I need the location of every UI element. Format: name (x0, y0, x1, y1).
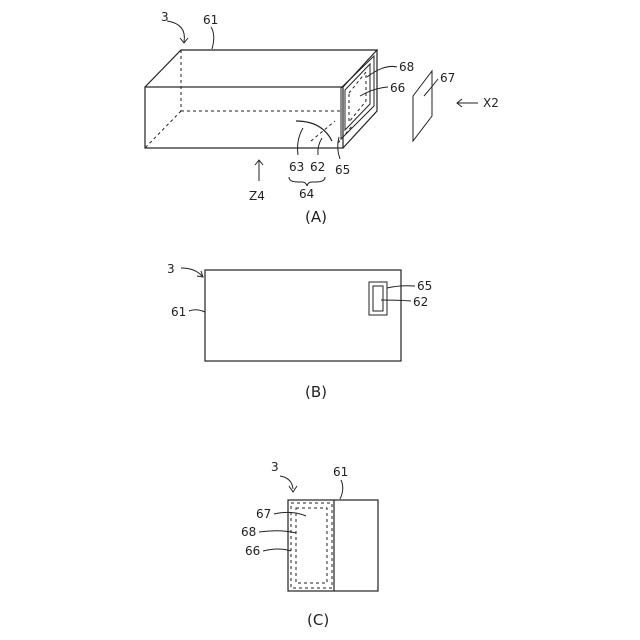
caption-a: (A) (305, 208, 327, 226)
arrow-3 (167, 21, 184, 42)
leader-61c (340, 480, 343, 499)
box-body (145, 50, 377, 148)
panel-61c (288, 500, 378, 591)
figure-b: 3 61 65 62 (B) (167, 262, 432, 401)
caption-c: (C) (307, 611, 329, 629)
leader-66c (263, 549, 291, 551)
label-61c: 61 (333, 465, 348, 479)
label-68: 68 (399, 60, 414, 74)
label-3c: 3 (271, 460, 279, 474)
label-68c: 68 (241, 525, 256, 539)
label-67c: 67 (256, 507, 271, 521)
leader-62 (318, 138, 322, 155)
label-67: 67 (440, 71, 455, 85)
arrow-3b (181, 268, 202, 276)
label-66c: 66 (245, 544, 260, 558)
label-65b: 65 (417, 279, 432, 293)
label-3: 3 (161, 10, 169, 24)
plate-67 (413, 71, 432, 141)
frame-68 (296, 508, 327, 583)
window-62 (373, 286, 383, 311)
leader-61b (189, 310, 205, 312)
window-frame (341, 56, 374, 139)
label-62: 62 (310, 160, 325, 174)
leader-63 (298, 128, 303, 155)
leader-67c (274, 512, 306, 516)
caption-b: (B) (305, 383, 327, 401)
leader-68 (367, 66, 397, 77)
label-z4: Z4 (249, 189, 265, 203)
leader-68c (259, 531, 296, 533)
label-65: 65 (335, 163, 350, 177)
label-61b: 61 (171, 305, 186, 319)
leader-62b (381, 300, 411, 301)
arrow-3c (280, 476, 293, 489)
leader-61 (211, 27, 214, 49)
label-x2: X2 (483, 96, 499, 110)
leader-67 (424, 79, 438, 96)
label-3b: 3 (167, 262, 175, 276)
brace-64 (289, 177, 325, 186)
frame-65 (369, 282, 387, 315)
label-66: 66 (390, 81, 405, 95)
frame-66 (291, 503, 332, 588)
label-62b: 62 (413, 295, 428, 309)
label-61: 61 (203, 13, 218, 27)
figure-c: 3 61 67 68 66 (C) (241, 460, 378, 629)
label-64: 64 (299, 187, 314, 201)
label-63: 63 (289, 160, 304, 174)
figure-a: 3 61 68 66 67 X2 63 62 65 64 Z4 (A) (145, 10, 499, 226)
